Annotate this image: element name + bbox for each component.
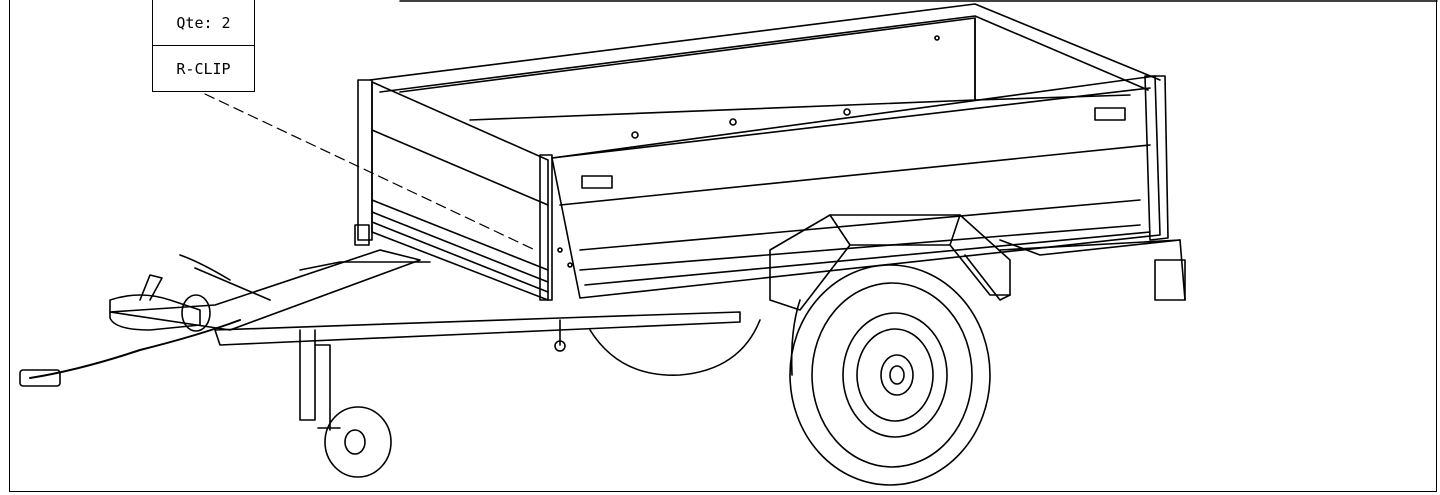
- quantity-label: Qte: 2: [176, 13, 231, 32]
- callout-leader-line: [204, 93, 536, 251]
- jockey-wheel: [299, 329, 392, 478]
- trailer-box: [354, 3, 1169, 301]
- main-wheel: [789, 264, 991, 486]
- trailer-chassis: [109, 214, 1186, 352]
- hitch-coupling: [19, 274, 241, 387]
- part-callout-box: Qte: 2 R-CLIP: [152, 0, 255, 92]
- part-name-label: R-CLIP: [153, 45, 254, 91]
- drawing-frame: [9, 0, 1437, 492]
- rear-wheel: [589, 319, 761, 376]
